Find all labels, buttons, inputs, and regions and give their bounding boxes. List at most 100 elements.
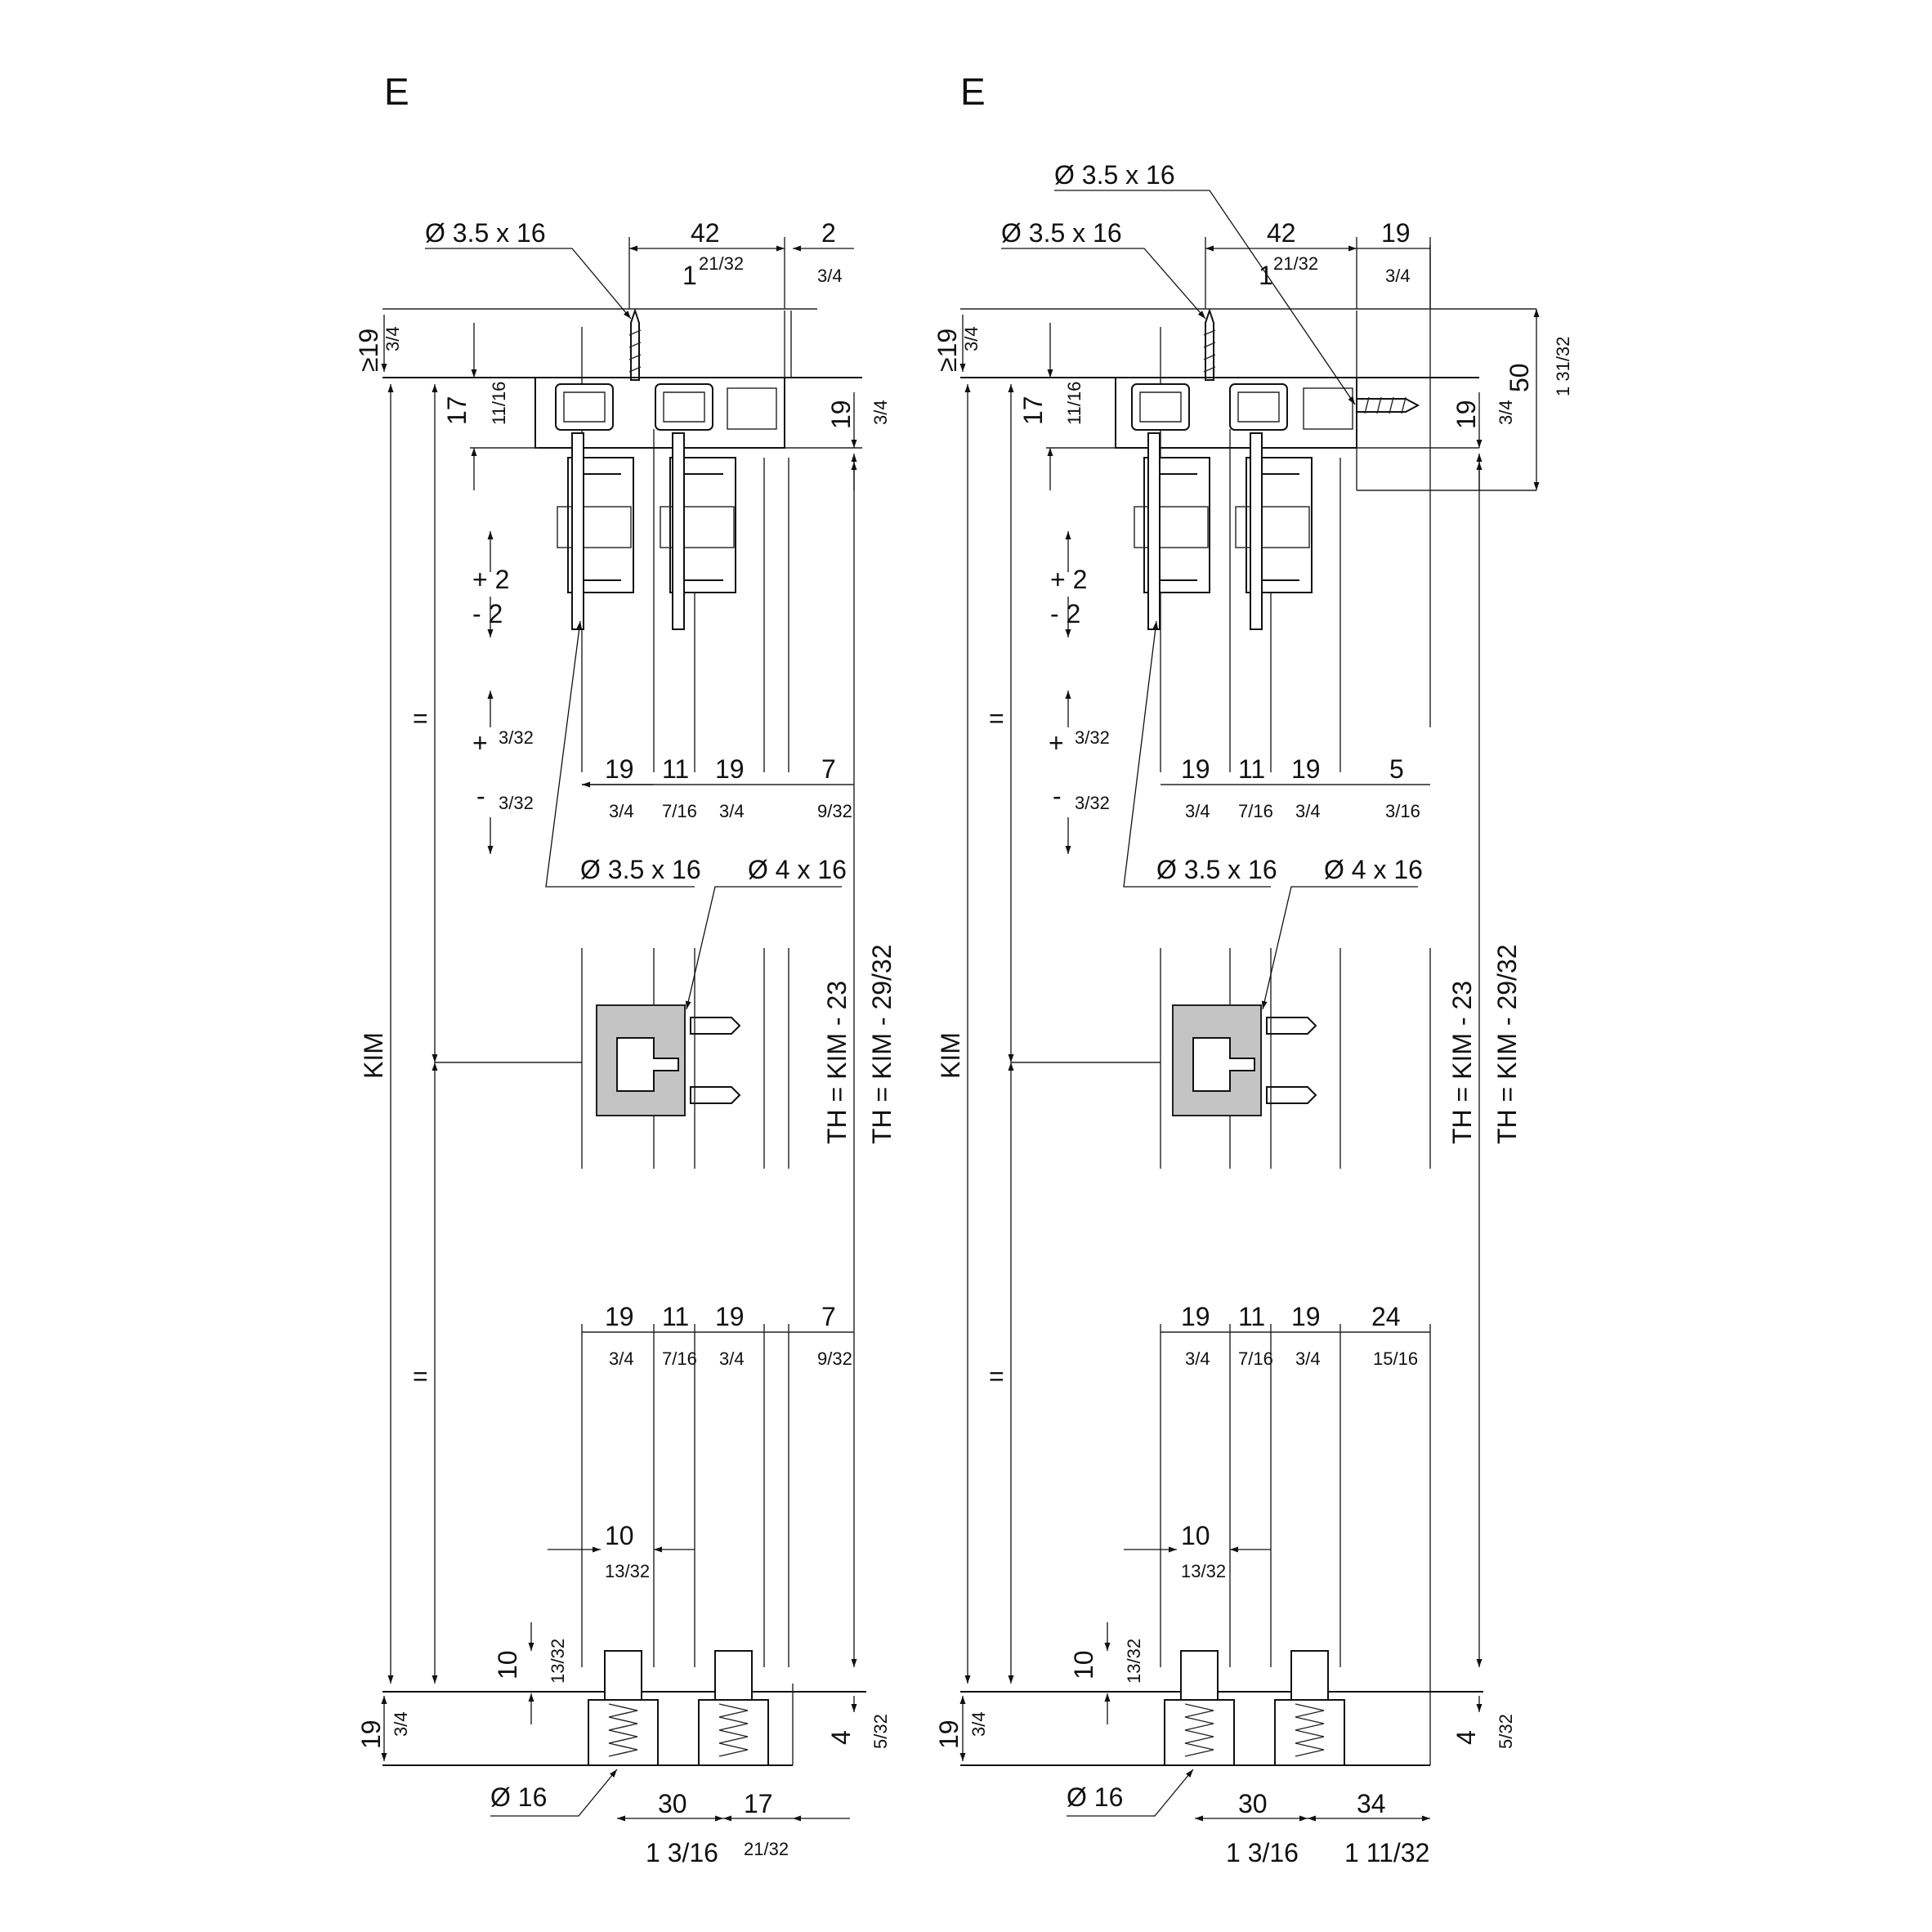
gap-bottom-1-mm: 11 bbox=[1238, 1302, 1265, 1331]
gap-top-3-mm: 5 bbox=[1389, 754, 1404, 784]
dim-rail-height-in: 11/16 bbox=[1064, 382, 1085, 425]
dim-right-50-mm: 50 bbox=[1505, 363, 1534, 392]
gap-bottom-2-in: 3/4 bbox=[719, 1348, 745, 1369]
gap-top-1-in: 7/16 bbox=[1238, 801, 1273, 821]
th-in: TH = KIM - 29/32 bbox=[867, 944, 897, 1144]
gap-top-1-in: 7/16 bbox=[662, 801, 697, 821]
dim-rail-height-mm: 17 bbox=[442, 396, 472, 425]
dim10-in: 13/32 bbox=[605, 1561, 650, 1581]
side-screw-icon bbox=[1356, 396, 1420, 414]
gap-bottom-0-in: 3/4 bbox=[609, 1348, 634, 1369]
adj-plus: + 2 bbox=[472, 565, 509, 594]
gap-bottom-0-mm: 19 bbox=[1181, 1302, 1210, 1331]
top-carriage bbox=[557, 432, 736, 630]
bottom-4-in: 5/32 bbox=[870, 1714, 891, 1749]
screw-b-label: Ø 4 x 16 bbox=[1324, 855, 1423, 884]
gap-bottom-1-mm: 11 bbox=[662, 1302, 689, 1331]
dim-right-19-in: 3/4 bbox=[1496, 400, 1516, 425]
gap-bottom-1-in: 7/16 bbox=[1238, 1348, 1273, 1369]
dim10-mm: 10 bbox=[605, 1521, 634, 1550]
section-label: E bbox=[384, 70, 409, 113]
top-screw-extra-label: Ø 3.5 x 16 bbox=[1054, 160, 1175, 190]
bottom-19-in: 3/4 bbox=[968, 1711, 989, 1737]
right-view: E bbox=[932, 70, 1573, 1867]
gap-top-0-in: 3/4 bbox=[609, 801, 634, 821]
bot-a-in: 1 3/16 bbox=[1226, 1838, 1299, 1867]
dim-top-right-in: 3/4 bbox=[1385, 266, 1411, 286]
top-screw-label: Ø 3.5 x 16 bbox=[425, 218, 546, 248]
dim-top-right-in: 3/4 bbox=[817, 266, 843, 286]
gap-bottom-2-mm: 19 bbox=[715, 1302, 745, 1331]
top-dimensions: 42 1 21/32 2 3/4 Ø 3.5 x 16 bbox=[382, 218, 854, 320]
gap-top-2-mm: 19 bbox=[1291, 754, 1321, 784]
dim-right-19-mm: 19 bbox=[1451, 400, 1481, 429]
gap-dimensions-top: 19 3/4 11 7/16 19 3/4 5 3/16 bbox=[1161, 754, 1430, 821]
right-vertical-dimensions: 19 3/4 50 1 31/32 TH = KIM - 23 TH = KIM… bbox=[1447, 309, 1573, 1667]
gap-top-1-mm: 11 bbox=[662, 754, 689, 784]
gap-bottom-0-in: 3/4 bbox=[1185, 1348, 1210, 1369]
dim-top-right-mm: 19 bbox=[1381, 218, 1411, 248]
bottom-19-in: 3/4 bbox=[391, 1711, 411, 1737]
top-dimensions: 42 1 21/32 19 3/4 Ø 3.5 x 16 Ø 3.5 x 16 bbox=[960, 160, 1536, 405]
dim-top-clearance-in: 3/4 bbox=[382, 326, 403, 351]
bot-b-mm: 17 bbox=[744, 1789, 773, 1818]
bot-b-mm: 34 bbox=[1357, 1789, 1386, 1818]
bottom-19-mm: 19 bbox=[356, 1720, 386, 1749]
dim10v-mm: 10 bbox=[493, 1650, 522, 1679]
gap-dimensions-bottom: 19 3/4 11 7/16 19 3/4 24 15/16 10 13/32 bbox=[1124, 1302, 1430, 1581]
bot-b-in: 1 11/32 bbox=[1344, 1838, 1429, 1867]
top-screw-icon bbox=[628, 307, 642, 381]
gap-top-2-mm: 19 bbox=[715, 754, 745, 784]
gap-bottom-3-mm: 7 bbox=[821, 1302, 836, 1331]
gap-bottom-3-in: 15/16 bbox=[1373, 1348, 1418, 1369]
middle-guide: Ø 3.5 x 16 Ø 4 x 16 bbox=[1123, 620, 1423, 1116]
guide-screw-icon bbox=[1266, 1017, 1317, 1104]
screw-a-label: Ø 3.5 x 16 bbox=[1156, 855, 1277, 884]
adj-in-frac-bottom: 3/32 bbox=[499, 793, 534, 813]
bot-a-in: 1 3/16 bbox=[646, 1838, 718, 1867]
gap-top-3-mm: 7 bbox=[821, 754, 836, 784]
gap-bottom-2-mm: 19 bbox=[1291, 1302, 1321, 1331]
top-screw-label: Ø 3.5 x 16 bbox=[1001, 218, 1122, 248]
bottom-guide: 10 13/32 19 3/4 4 5/32 Ø 16 30 1 3/16 17… bbox=[356, 1622, 891, 1867]
dim-top-width-in-whole: 1 bbox=[682, 261, 697, 290]
equal-bottom: = bbox=[413, 1362, 428, 1391]
gap-bottom-3-mm: 24 bbox=[1371, 1302, 1401, 1331]
left-vertical-dimensions: ≥19 3/4 17 11/16 KIM = = + 2 - 2 + - 3/3… bbox=[932, 315, 1161, 1684]
dim-top-clearance-mm: ≥19 bbox=[354, 329, 383, 372]
dim-right-19-mm: 19 bbox=[826, 400, 856, 429]
bottom-guide: 10 13/32 19 3/4 4 5/32 Ø 16 30 1 3/16 34… bbox=[934, 1622, 1516, 1867]
bottom-4-in: 5/32 bbox=[1496, 1714, 1516, 1749]
spring-icon bbox=[1184, 1703, 1325, 1757]
adj-in-plus: + bbox=[1049, 728, 1064, 758]
th-mm: TH = KIM - 23 bbox=[1447, 981, 1477, 1144]
dim-top-width-mm: 42 bbox=[1267, 218, 1296, 248]
dim10-mm: 10 bbox=[1181, 1521, 1210, 1550]
dim-top-width-in-frac: 21/32 bbox=[1273, 253, 1318, 274]
bottom-19-mm: 19 bbox=[934, 1720, 964, 1749]
middle-guide: Ø 3.5 x 16 Ø 4 x 16 bbox=[545, 620, 847, 1116]
screw-b-label: Ø 4 x 16 bbox=[748, 855, 847, 884]
dim-right-19-in: 3/4 bbox=[870, 400, 891, 425]
gap-dimensions-bottom: 19 3/4 11 7/16 19 3/4 7 9/32 10 13/32 bbox=[548, 1302, 854, 1581]
bot-a-mm: 30 bbox=[1238, 1789, 1268, 1818]
left-view: E bbox=[354, 70, 897, 1867]
adj-in-frac-bottom: 3/32 bbox=[1075, 793, 1110, 813]
gap-bottom-1-in: 7/16 bbox=[662, 1348, 697, 1369]
adj-in-minus: - bbox=[476, 781, 485, 811]
dim-top-right-mm: 2 bbox=[821, 218, 836, 248]
gap-dimensions-top: 19 3/4 11 7/16 19 3/4 7 9/32 bbox=[582, 754, 854, 821]
gap-top-0-in: 3/4 bbox=[1185, 801, 1210, 821]
top-screw-icon bbox=[1203, 307, 1216, 381]
adj-in-frac-top: 3/32 bbox=[499, 727, 534, 748]
hole-dia-label: Ø 16 bbox=[490, 1782, 547, 1812]
adj-plus: + 2 bbox=[1050, 565, 1087, 594]
equal-top: = bbox=[989, 704, 1004, 733]
dim-right-50-in: 1 31/32 bbox=[1553, 337, 1573, 396]
dim-top-clearance-in: 3/4 bbox=[961, 326, 982, 351]
adj-in-frac-top: 3/32 bbox=[1075, 727, 1110, 748]
screw-a-label: Ø 3.5 x 16 bbox=[580, 855, 701, 884]
right-vertical-dimensions: 19 3/4 TH = KIM - 23 TH = KIM - 29/32 bbox=[822, 392, 897, 1667]
dim10v-mm: 10 bbox=[1069, 1650, 1098, 1679]
